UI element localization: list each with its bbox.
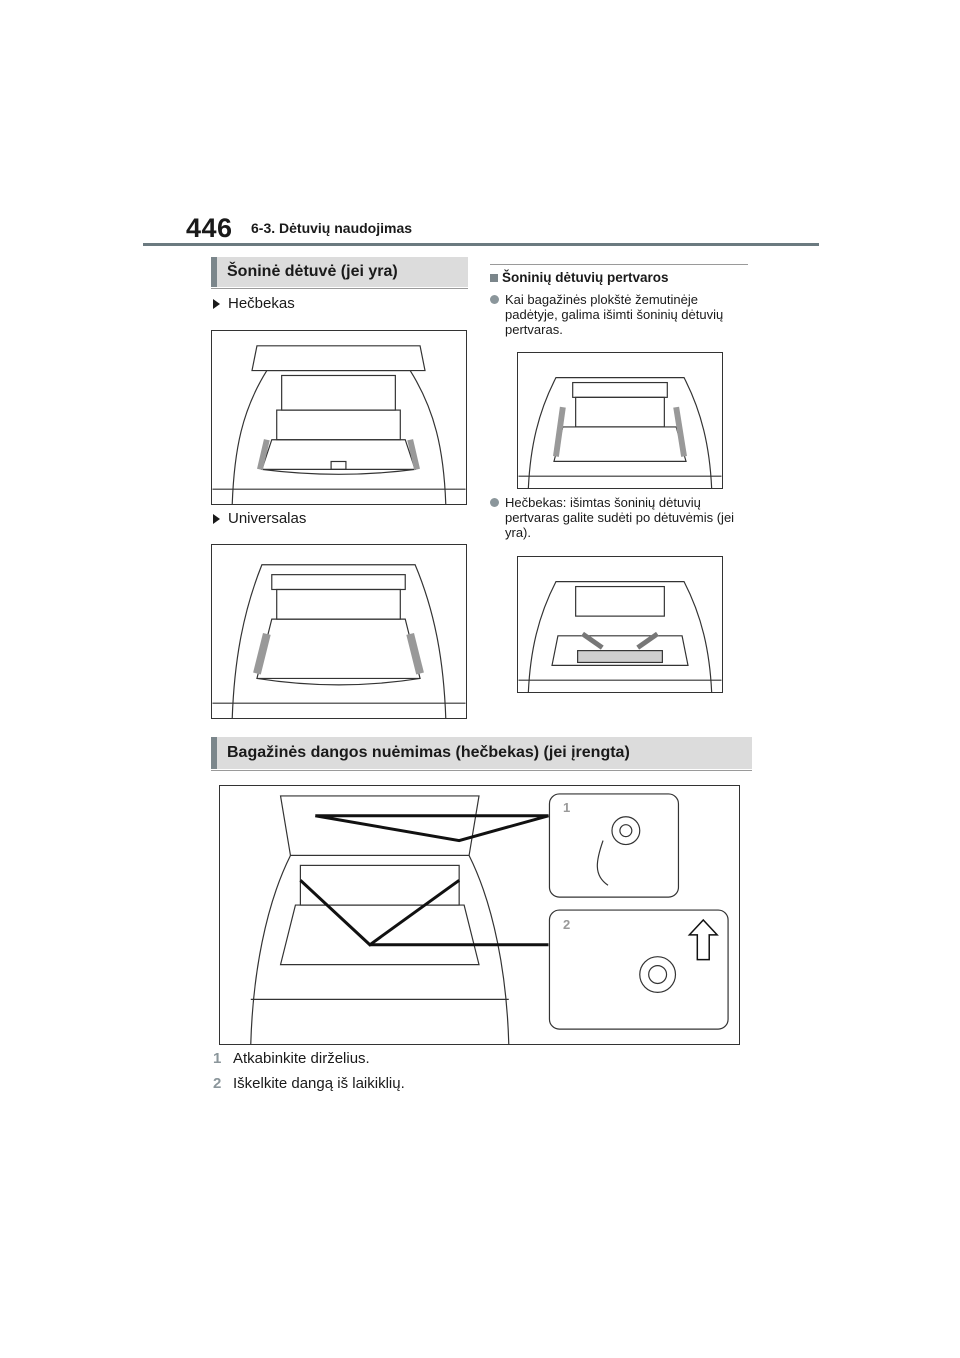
section-title: 6-3. Dėtuvių naudojimas [251, 220, 413, 236]
hatchback-trunk-illustration [211, 330, 467, 505]
section-heading-text: Bagažinės dangos nuėmimas (hečbekas) (je… [227, 744, 630, 761]
variant-label-text: Hečbekas [228, 295, 295, 312]
step-text: Atkabinkite dirželius. [233, 1050, 370, 1067]
subsection-heading: Šoninių dėtuvių pertvaros [490, 270, 669, 285]
note-item: Hečbekas: išimtas šoninių dėtuvių pertva… [490, 495, 752, 540]
callout-number: 2 [563, 917, 571, 932]
callout-number: 1 [563, 800, 571, 815]
header-divider [143, 243, 819, 246]
heading-underline [211, 770, 752, 771]
step-number: 1 [213, 1050, 222, 1067]
note-text: Kai bagažinės plokštė žemutinėje padėtyj… [505, 292, 724, 337]
circle-bullet-icon [490, 498, 499, 507]
page-number: 446 [186, 213, 233, 243]
partition-illustration-2 [517, 556, 723, 693]
variant-label-wagon: Universalas [213, 510, 306, 527]
square-bullet-icon [490, 273, 498, 282]
section-heading-cover-removal: Bagažinės dangos nuėmimas (hečbekas) (je… [211, 737, 752, 769]
heading-underline [211, 288, 468, 289]
note-item: Kai bagažinės plokštė žemutinėje padėtyj… [490, 292, 752, 337]
variant-label-text: Universalas [228, 510, 307, 527]
subsection-heading-text: Šoninių dėtuvių pertvaros [502, 270, 669, 285]
circle-bullet-icon [490, 295, 499, 304]
section-heading-side-storage: Šoninė dėtuvė (jei yra) [211, 257, 468, 287]
cover-removal-illustration [219, 785, 740, 1045]
variant-label-hatchback: Hečbekas [213, 295, 295, 312]
wagon-trunk-illustration [211, 544, 467, 719]
instruction-step: 1 Atkabinkite dirželius. [213, 1050, 370, 1067]
partition-illustration-1 [517, 352, 723, 489]
section-heading-text: Šoninė dėtuvė (jei yra) [227, 263, 398, 280]
instruction-step: 2 Iškelkite dangą iš laikiklių. [213, 1075, 405, 1092]
subsection-rule [490, 264, 748, 265]
arrow-right-bullet-icon [213, 298, 220, 309]
arrow-right-bullet-icon [213, 513, 220, 524]
note-text: Hečbekas: išimtas šoninių dėtuvių pertva… [505, 495, 735, 540]
step-text: Iškelkite dangą iš laikiklių. [233, 1075, 405, 1092]
step-number: 2 [213, 1075, 222, 1092]
